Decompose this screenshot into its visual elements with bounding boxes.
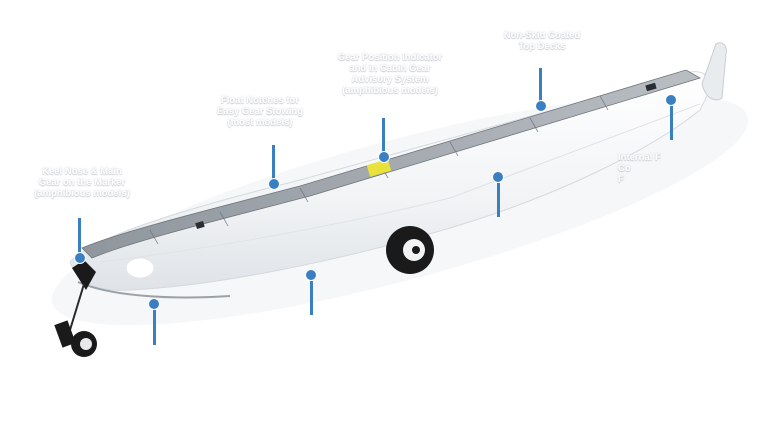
top-deck [81,69,702,259]
marker-keel-bottom-dot[interactable] [148,298,160,310]
gear-indicator-sticker [366,159,392,177]
nose-gear [54,260,97,357]
keel-edge [77,281,231,299]
callout-non-skid: Non-Skid Coated Top Decks [503,30,581,52]
callout-internal: Internal F Co F [618,152,661,185]
callout-keel-gear: Keel Nose & Main Gear on the Marker (amp… [34,166,130,199]
marker-float-notches-dot[interactable] [268,178,280,190]
marker-internal-line [670,106,673,140]
marker-keel-gear-line [78,218,81,258]
marker-float-notches-line [272,145,275,183]
float-body [69,71,711,291]
marker-gear-indicator-dot[interactable] [378,151,390,163]
marker-float-mid-dot[interactable] [492,171,504,183]
marker-float-side-line [310,281,313,315]
marker-keel-bottom-line [153,310,156,345]
deck-fitting-rear [645,82,657,92]
deck-fitting-front [195,221,205,229]
main-gear [386,226,434,274]
marker-keel-gear-dot[interactable] [74,252,86,264]
marker-internal-dot[interactable] [665,94,677,106]
marker-gear-indicator-line [382,118,385,156]
bow-highlight [125,257,155,279]
marker-float-side-dot[interactable] [305,269,317,281]
marker-float-mid-line [497,183,500,217]
callout-gear-indicator: Gear Position Indicator and in Cabin Gea… [337,52,443,96]
callout-float-notches: Float Notches for Easy Gear Stowing (mos… [216,95,304,128]
chine-line [99,103,701,263]
rudder-fin [701,42,727,101]
marker-non-skid-dot[interactable] [535,100,547,112]
marker-non-skid-line [539,68,542,104]
